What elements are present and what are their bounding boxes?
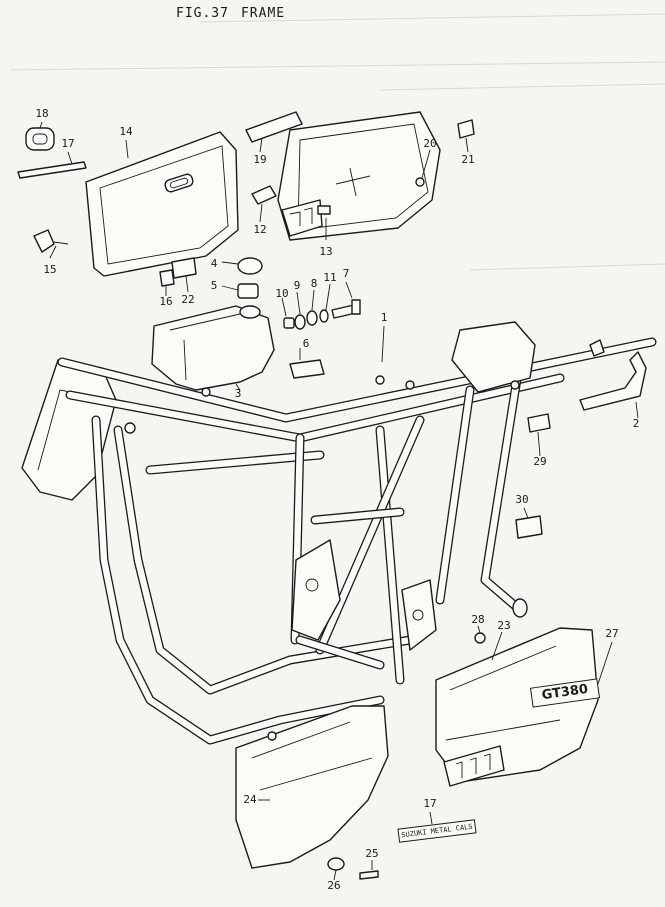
part-28-grommet xyxy=(474,632,486,644)
part-2-rear-bar xyxy=(579,351,647,411)
part-4-cap xyxy=(237,257,263,275)
callout-11: 11 xyxy=(323,271,337,284)
callout-15: 15 xyxy=(43,263,57,276)
part-24-side-cover xyxy=(235,705,389,869)
callout-23: 23 xyxy=(497,619,511,632)
callout-9: 9 xyxy=(293,279,301,292)
part-30-clip xyxy=(515,515,543,539)
part-5-filter xyxy=(237,283,259,299)
callout-17: 17 xyxy=(61,137,75,150)
main-frame xyxy=(21,321,657,745)
callout-25: 25 xyxy=(365,847,379,860)
callout-6: 6 xyxy=(302,337,310,350)
part-17-strip xyxy=(17,161,87,179)
callout-20: 20 xyxy=(423,137,437,150)
callout-16: 16 xyxy=(159,295,173,308)
callout-18: 18 xyxy=(35,107,49,120)
callout-24: 24 xyxy=(243,793,257,806)
part-13-side-cover xyxy=(277,111,441,241)
part-18-grommet xyxy=(25,127,55,151)
callout-13: 13 xyxy=(319,245,333,258)
callout-5: 5 xyxy=(210,279,218,292)
part-12 xyxy=(251,185,277,205)
callout-28: 28 xyxy=(471,613,485,626)
callout-30: 30 xyxy=(515,493,529,506)
callout-1: 1 xyxy=(380,311,388,324)
part-26-washer xyxy=(327,857,345,871)
part-21-clip xyxy=(457,119,475,139)
callout-27: 27 xyxy=(605,627,619,640)
part-19-bracket xyxy=(245,111,303,143)
callout-17-decal: 17 xyxy=(423,797,437,810)
callout-8: 8 xyxy=(310,277,318,290)
part-22-clip xyxy=(171,257,197,279)
callout-7: 7 xyxy=(342,267,350,280)
part-29-clip xyxy=(527,413,551,433)
part-23-side-cover xyxy=(435,627,599,787)
callout-4: 4 xyxy=(210,257,218,270)
callout-10: 10 xyxy=(275,287,289,300)
callout-2: 2 xyxy=(632,417,640,430)
callout-12: 12 xyxy=(253,223,267,236)
callout-21: 21 xyxy=(461,153,475,166)
part-20 xyxy=(415,177,425,187)
callout-26: 26 xyxy=(327,879,341,892)
figure-number: FIG.37 xyxy=(176,6,229,21)
callout-3: 3 xyxy=(234,387,242,400)
callout-14: 14 xyxy=(119,125,133,138)
part-6-rubber xyxy=(289,359,325,379)
part-25-screw xyxy=(359,870,379,880)
part-14-side-cover xyxy=(85,131,239,277)
bleed-through xyxy=(9,13,665,271)
part-16-washer xyxy=(159,269,175,287)
bolt-stack-7-11 xyxy=(283,299,361,330)
callout-19: 19 xyxy=(253,153,267,166)
part-3-oil-tank xyxy=(151,305,275,397)
callout-22: 22 xyxy=(181,293,195,306)
figure-title: FIG.37 FRAME xyxy=(176,6,285,21)
figure-name: FRAME xyxy=(240,6,286,21)
leader-lines xyxy=(39,121,639,881)
part-15-knob xyxy=(33,229,55,253)
callout-29: 29 xyxy=(533,455,547,468)
